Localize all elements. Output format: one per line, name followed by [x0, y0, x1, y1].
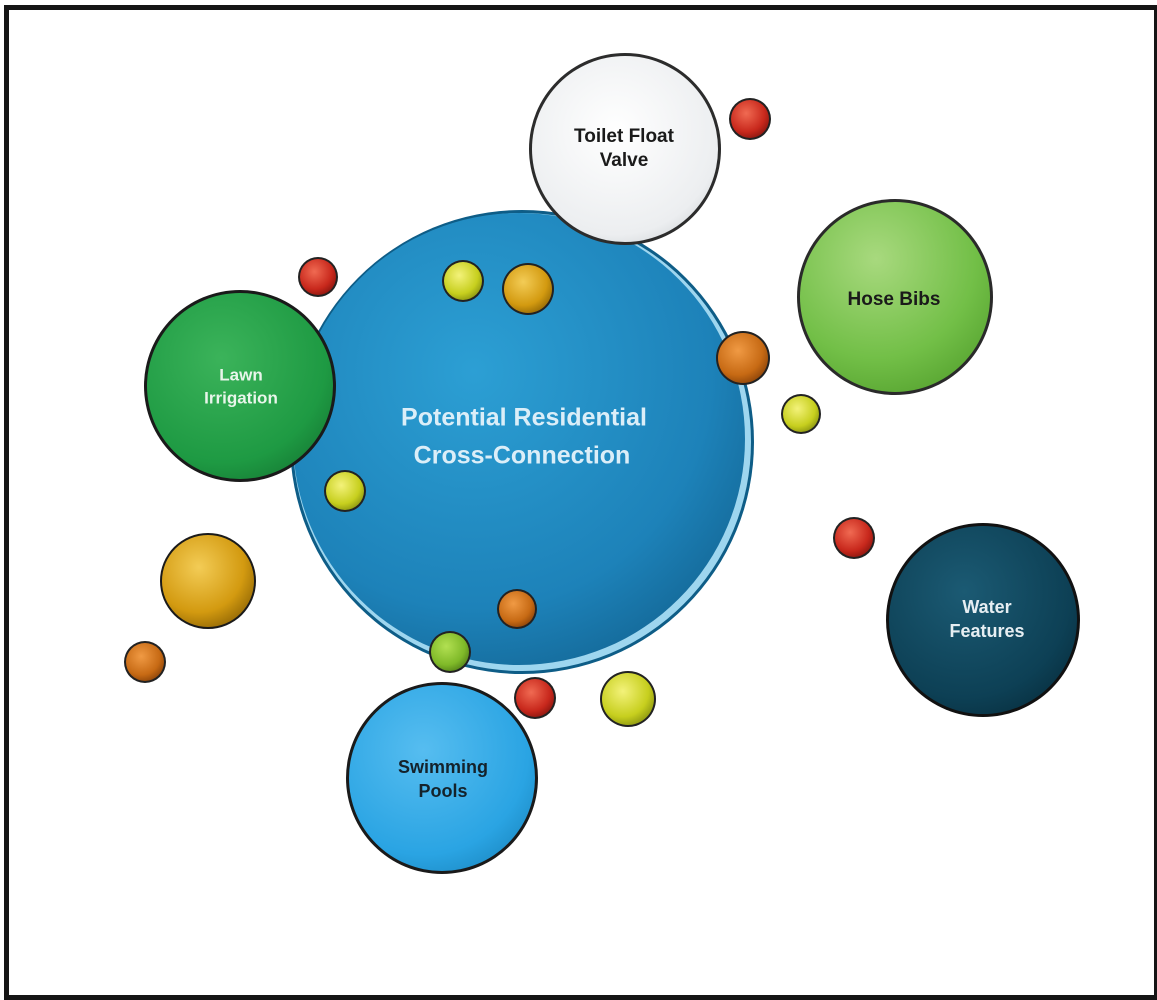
bubble-yellow	[324, 470, 366, 512]
node-lawn-irrigation: Lawn Irrigation	[144, 290, 336, 482]
lawn-label-line-1: Lawn	[219, 365, 262, 384]
bubble-gold	[160, 533, 256, 629]
water-label-line-2: Features	[949, 621, 1024, 641]
bubble-red	[833, 517, 875, 559]
decorative-bubbles	[124, 98, 875, 727]
bubble-yellow	[600, 671, 656, 727]
bubble-green	[429, 631, 471, 673]
bubble-gold	[502, 263, 554, 315]
bubble-orange	[716, 331, 770, 385]
bubble-orange	[124, 641, 166, 683]
bubble-orange	[497, 589, 537, 629]
node-swimming-pools: Swimming Pools	[346, 682, 538, 874]
hose-label: Hose Bibs	[848, 289, 941, 310]
node-water-features: Water Features	[886, 523, 1080, 717]
water-label-line-1: Water	[962, 597, 1011, 617]
center-title-line-2: Cross-Connection	[414, 442, 631, 470]
bubble-red	[514, 677, 556, 719]
bubble-red	[298, 257, 338, 297]
bubble-yellow	[442, 260, 484, 302]
diagram-frame: Potential Residential Cross-Connection T…	[4, 5, 1157, 1000]
center-title-line-1: Potential Residential	[401, 404, 647, 432]
node-hose-bibs: Hose Bibs	[797, 199, 993, 395]
bubble-yellow	[781, 394, 821, 434]
node-toilet-float-valve: Toilet Float Valve	[529, 53, 721, 245]
pools-label-line-1: Swimming	[398, 757, 488, 777]
pools-label-line-2: Pools	[418, 781, 467, 801]
toilet-label-line-1: Toilet Float	[574, 126, 675, 147]
bubble-red	[729, 98, 771, 140]
center-circle: Potential Residential Cross-Connection	[290, 210, 754, 674]
cross-connection-diagram: Potential Residential Cross-Connection T…	[124, 53, 1080, 874]
lawn-label-line-2: Irrigation	[204, 388, 278, 407]
toilet-label-line-2: Valve	[600, 150, 649, 171]
